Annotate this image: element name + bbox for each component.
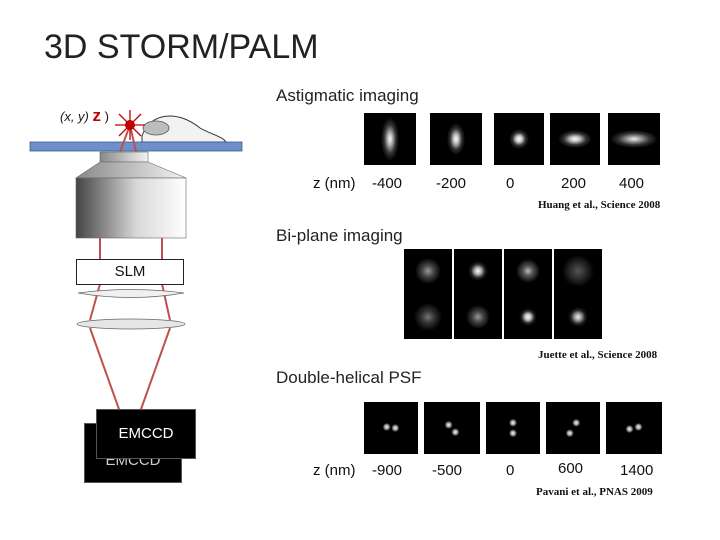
slm-box: SLM	[76, 259, 184, 285]
emitter-dot	[125, 120, 135, 130]
biplane-psf-pair-3	[504, 249, 552, 339]
astigmatic-psf-minus-400	[364, 113, 416, 165]
astigmatic-tick: 0	[506, 175, 515, 192]
z-coordinate-label: z	[92, 106, 102, 125]
astigmatic-tick: -200	[436, 175, 467, 192]
slide-title: 3D STORM/PALM	[44, 28, 319, 66]
astigmatic-citation: Huang et al., Science 2008	[538, 199, 661, 211]
double-helix-psf-minus-500	[424, 402, 480, 454]
double-helix-heading: Double-helical PSF	[276, 368, 422, 387]
objective-top	[99, 151, 149, 163]
objective-lens	[75, 177, 187, 239]
double-helix-psf-0	[486, 402, 540, 454]
double-helix-tick: -500	[432, 462, 463, 479]
emccd-camera-front: EMCCD	[96, 409, 196, 459]
lens-2	[76, 318, 186, 330]
double-helix-psf-600	[546, 402, 600, 454]
astigmatic-psf-400	[608, 113, 660, 165]
double-helix-tick: 0	[506, 462, 515, 479]
astigmatic-z-label: z (nm)	[313, 175, 356, 192]
xy-coordinate-label: (x, y)	[60, 109, 89, 124]
astigmatic-psf-minus-200	[430, 113, 482, 165]
double-helix-tick: 600	[558, 460, 584, 477]
cell-nucleus	[142, 120, 170, 136]
biplane-citation: Juette et al., Science 2008	[538, 349, 658, 361]
objective-taper	[75, 161, 187, 179]
coordinate-label: (x, y) z )	[60, 106, 109, 125]
astigmatic-tick: -400	[372, 175, 403, 192]
astigmatic-psf-200	[550, 113, 600, 165]
astigmatic-tick: 400	[619, 175, 645, 192]
biplane-heading: Bi-plane imaging	[276, 226, 403, 245]
double-helix-psf-1400	[606, 402, 662, 454]
double-helix-citation: Pavani et al., PNAS 2009	[536, 486, 653, 498]
emccd-label-front: EMCCD	[118, 425, 174, 442]
astigmatic-heading: Astigmatic imaging	[276, 86, 419, 105]
double-helix-tick: -900	[372, 462, 403, 479]
double-helix-psf-minus-900	[364, 402, 418, 454]
astigmatic-psf-0	[494, 113, 544, 165]
lens-1	[77, 289, 185, 298]
astigmatic-tick: 200	[561, 175, 587, 192]
biplane-psf-pair-4	[554, 249, 602, 339]
double-helix-tick: 1400	[620, 462, 654, 479]
double-helix-z-label: z (nm)	[313, 462, 356, 479]
biplane-psf-pair-1	[404, 249, 452, 339]
biplane-psf-pair-2	[454, 249, 502, 339]
slm-label: SLM	[114, 263, 146, 280]
